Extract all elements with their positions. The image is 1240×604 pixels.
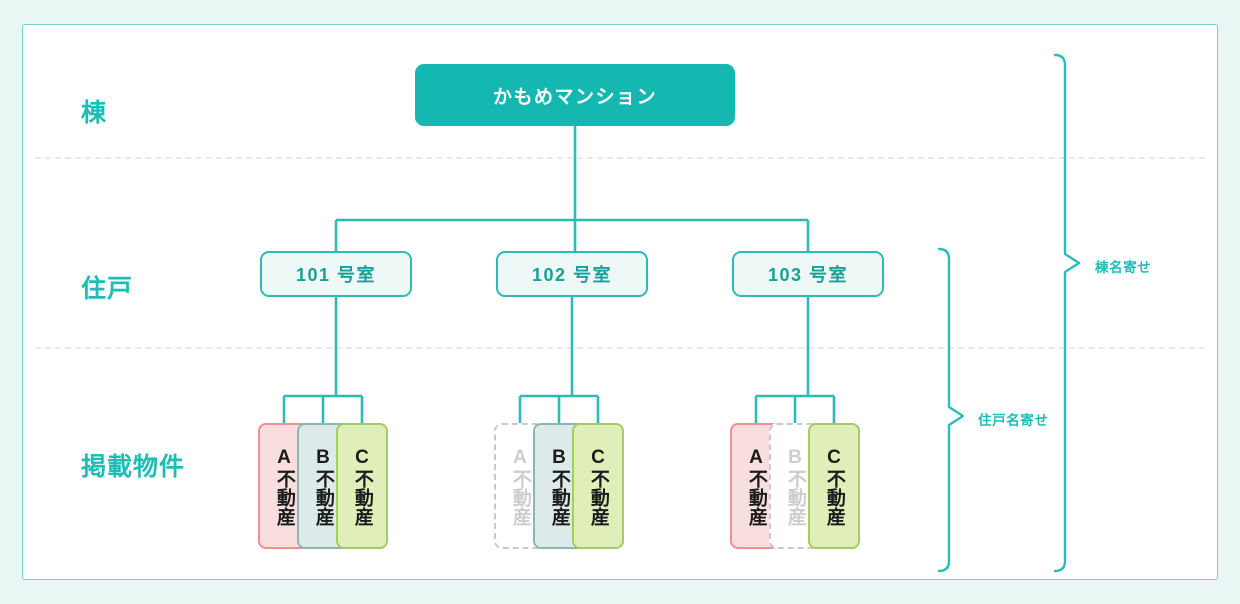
unit-node-label: 101 号室 bbox=[295, 265, 377, 285]
tier-label-listing: 掲載物件 bbox=[81, 453, 186, 481]
listing-letter: B bbox=[788, 446, 802, 468]
listing-letter: B bbox=[552, 446, 566, 468]
listing-node-103-c[interactable]: C 不動産 bbox=[808, 423, 860, 549]
building-node-label: かもめマンション bbox=[492, 86, 657, 108]
bracket-label-unit-aggregation: 住戸名寄せ bbox=[978, 413, 1049, 428]
listing-letter: A bbox=[277, 446, 291, 468]
listing-suffix: 不動産 bbox=[587, 469, 609, 527]
listing-suffix: 不動産 bbox=[784, 469, 806, 527]
listing-node-102-c[interactable]: C 不動産 bbox=[572, 423, 624, 549]
unit-node-label: 103 号室 bbox=[767, 265, 849, 285]
listing-suffix: 不動産 bbox=[745, 469, 767, 527]
listing-suffix: 不動産 bbox=[548, 469, 570, 527]
unit-node-label: 102 号室 bbox=[531, 265, 613, 285]
bracket-label-building-aggregation: 棟名寄せ bbox=[1095, 260, 1152, 275]
listing-suffix: 不動産 bbox=[312, 469, 334, 527]
tier-separator-building-unit bbox=[35, 157, 1205, 159]
listing-letter: C bbox=[355, 446, 369, 468]
listing-suffix: 不動産 bbox=[509, 469, 531, 527]
building-node[interactable]: かもめマンション bbox=[415, 64, 735, 126]
listing-suffix: 不動産 bbox=[823, 469, 845, 527]
listing-letter: B bbox=[316, 446, 330, 468]
unit-node-102[interactable]: 102 号室 bbox=[496, 251, 648, 297]
tier-label-unit: 住戸 bbox=[81, 275, 134, 303]
diagram-card: 棟 住戸 掲載物件 bbox=[22, 24, 1218, 580]
listing-letter: C bbox=[827, 446, 841, 468]
unit-node-103[interactable]: 103 号室 bbox=[732, 251, 884, 297]
listing-letter: C bbox=[591, 446, 605, 468]
listing-suffix: 不動産 bbox=[273, 469, 295, 527]
unit-node-101[interactable]: 101 号室 bbox=[260, 251, 412, 297]
listing-node-101-c[interactable]: C 不動産 bbox=[336, 423, 388, 549]
listing-letter: A bbox=[749, 446, 763, 468]
tier-separator-unit-listing bbox=[35, 347, 1205, 349]
listing-letter: A bbox=[513, 446, 527, 468]
listing-suffix: 不動産 bbox=[351, 469, 373, 527]
tier-label-building: 棟 bbox=[81, 99, 108, 127]
